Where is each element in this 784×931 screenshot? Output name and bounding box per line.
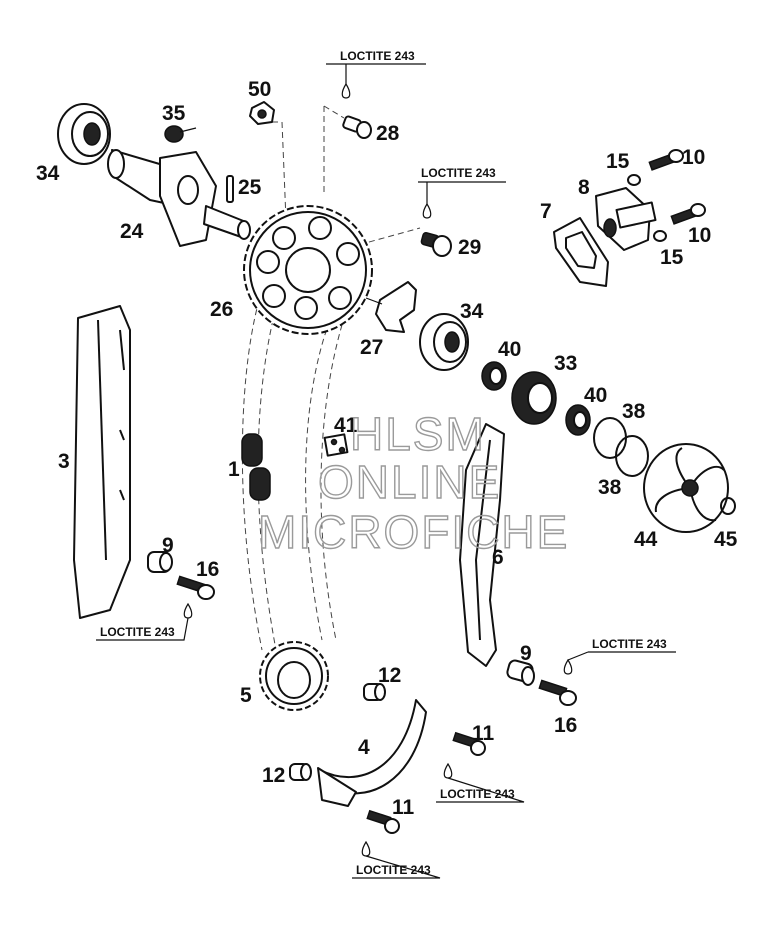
label-50: 50 [248, 78, 271, 101]
bush-12-bottom [289, 763, 312, 781]
label-5: 5 [240, 684, 252, 707]
watermark-line-3: MICROFICHE [258, 506, 569, 558]
washer-15-top [627, 174, 641, 186]
bolt-29 [420, 232, 452, 257]
watermark: HLSM ONLINE MICROFICHE [257, 407, 569, 558]
label-16-left: 16 [196, 558, 219, 581]
label-3: 3 [58, 450, 70, 473]
crank-sprocket-5 [259, 641, 329, 711]
gasket-7 [553, 217, 609, 287]
label-28: 28 [376, 122, 400, 145]
guide-rail-3 [73, 305, 131, 619]
bearing-34-top [57, 103, 111, 165]
nut-50 [249, 101, 275, 125]
label-41: 41 [334, 414, 358, 437]
label-11-bottom: 11 [392, 796, 415, 819]
label-10-top: 10 [682, 146, 705, 169]
spacer-9-left [147, 551, 173, 573]
bolt-11-top [452, 731, 486, 756]
tensioner-8 [595, 187, 657, 251]
bearing-34-right [419, 313, 469, 371]
part-27 [365, 281, 417, 333]
label-9-right: 9 [520, 642, 532, 665]
bolt-10-top [648, 149, 684, 171]
label-15-bottom: 15 [660, 246, 684, 269]
slide-guide-4 [317, 699, 427, 807]
watermark-line-1: HLSM [350, 408, 486, 460]
o-ring-38-b [615, 435, 649, 477]
spacer-9-right [506, 659, 535, 686]
label-9-left: 9 [162, 534, 174, 557]
part-41 [323, 433, 349, 457]
label-33: 33 [554, 352, 577, 375]
label-4: 4 [358, 736, 370, 759]
clip-45 [720, 497, 736, 515]
label-40-right: 40 [584, 384, 607, 407]
washer-15-bottom [653, 230, 667, 242]
label-8: 8 [578, 176, 590, 199]
loctite-label: LOCTITE 243 [100, 625, 175, 639]
label-27: 27 [360, 336, 383, 359]
label-26: 26 [210, 298, 233, 321]
bolt-10-bottom [670, 203, 706, 225]
label-29: 29 [458, 236, 481, 259]
label-1: 1 [228, 458, 240, 481]
bolt-16-right [538, 679, 577, 706]
label-10-bottom: 10 [688, 224, 711, 247]
loctite-labels: LOCTITE 243 LOCTITE 243 LOCTITE 243 LOCT… [100, 49, 667, 877]
label-40-left: 40 [498, 338, 521, 361]
label-16-right: 16 [554, 714, 577, 737]
part-35 [164, 125, 197, 143]
label-44: 44 [634, 528, 658, 551]
camshaft-24 [107, 149, 251, 247]
loctite-label: LOCTITE 243 [340, 49, 415, 63]
seal-40-left [481, 361, 507, 391]
label-38-bottom: 38 [598, 476, 622, 499]
cam-sprocket-26 [243, 205, 373, 335]
seal-40-right [565, 404, 591, 436]
label-34-right: 34 [460, 300, 484, 323]
bolt-16-left [176, 575, 215, 600]
label-45: 45 [714, 528, 738, 551]
label-15-top: 15 [606, 150, 630, 173]
watermark-line-2: ONLINE [318, 456, 501, 508]
label-24: 24 [120, 220, 144, 243]
label-38-top: 38 [622, 400, 646, 423]
loctite-label: LOCTITE 243 [421, 166, 496, 180]
guide-rail-6 [459, 423, 505, 667]
bearing-33 [511, 371, 557, 425]
impeller-44 [643, 443, 729, 533]
pin-25 [226, 175, 234, 203]
bolt-28 [342, 115, 372, 139]
label-35: 35 [162, 102, 186, 125]
label-6: 6 [492, 546, 504, 569]
o-ring-38-a [593, 417, 627, 459]
bolt-11-bottom [366, 809, 400, 834]
loctite-label: LOCTITE 243 [356, 863, 431, 877]
label-12-bottom: 12 [262, 764, 285, 787]
loctite-label: LOCTITE 243 [440, 787, 515, 801]
label-34-top: 34 [36, 162, 60, 185]
chain-link-1 [241, 433, 271, 501]
part-number-labels: 34 35 50 28 25 24 29 26 27 15 10 8 7 10 … [36, 78, 738, 819]
loctite-label: LOCTITE 243 [592, 637, 667, 651]
bush-12-top [363, 683, 386, 701]
loctite-callout-lines [96, 63, 676, 879]
label-7: 7 [540, 200, 552, 223]
label-25: 25 [238, 176, 262, 199]
label-11-top: 11 [472, 722, 495, 745]
label-12-top: 12 [378, 664, 401, 687]
